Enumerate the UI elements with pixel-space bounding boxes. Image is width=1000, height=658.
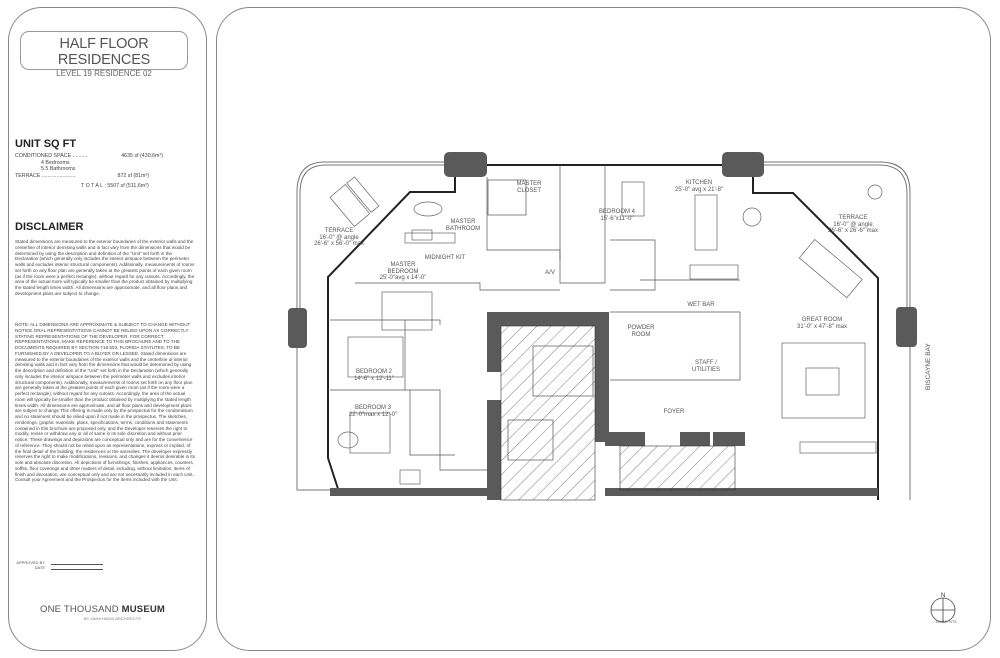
north-label: N xyxy=(941,593,946,599)
room-name: TERRACE xyxy=(324,228,354,234)
page-subtitle: LEVEL 19 RESIDENCE 02 xyxy=(56,69,152,78)
room-name: BEDROOM 4 xyxy=(598,209,636,215)
total-sqft: T O T A L : 5507 sf (511,6m²) xyxy=(81,183,149,189)
room-dim: 26'-6" x 56'-0" max xyxy=(314,241,364,247)
room-name: BEDROOM xyxy=(387,268,419,275)
brand-logo: ONE THOUSAND MUSEUM xyxy=(40,604,165,615)
disclaimer-heading: DISCLAIMER xyxy=(15,221,84,233)
north-arrow-icon xyxy=(930,597,956,623)
room-name: POWDER xyxy=(627,325,655,331)
approved-by-label: APPROVED BY xyxy=(16,560,45,565)
room-name: KITCHEN xyxy=(685,180,713,186)
core-hatch xyxy=(500,325,596,501)
room-name: TERRACE xyxy=(838,215,868,221)
room-name: MASTER xyxy=(450,219,476,225)
room-dim: 22'-0"max x 12'-0" xyxy=(348,411,398,418)
unit-sqft-heading: UNIT SQ FT xyxy=(15,138,77,150)
room-name: UTILITIES xyxy=(691,366,721,373)
furniture xyxy=(329,176,883,485)
approved-by-line xyxy=(51,564,103,565)
room-label-midnight-kit: MIDNIGHT KIT xyxy=(424,255,466,261)
terrace-railings xyxy=(296,161,911,500)
room-name: BEDROOM 2 xyxy=(355,369,393,375)
room-dim: 14'-6" x 12'-11" xyxy=(354,375,394,382)
room-label-staff-utilities: STAFF /UTILITIES xyxy=(692,360,720,373)
brand-subtitle: BY ZAHA HADID ARCHITECTS xyxy=(84,616,141,621)
room-name: ROOM xyxy=(631,331,651,338)
disclaimer-paragraph-2: NOTE: ALL DIMENSIONS ARE APPROXIMATE & S… xyxy=(15,322,196,483)
interior-partitions xyxy=(330,165,741,471)
room-name: MASTER xyxy=(516,181,542,187)
room-dim: 26'-6" x 26'-6" max xyxy=(828,228,878,234)
room-dim: 31'-0" x 47'-8" max xyxy=(797,323,847,330)
page-title: HALF FLOOR RESIDENCES xyxy=(57,36,151,68)
room-dim: 15'-6"x11'-0" xyxy=(600,215,634,222)
elevator-hatch xyxy=(619,445,736,491)
room-dim: 25'-0" avg x 21'-8" xyxy=(674,186,724,193)
exterior-walls xyxy=(327,164,879,500)
bathrooms-count: 5.5 Bathrooms xyxy=(41,166,76,172)
bedrooms-count: 4 Bedrooms xyxy=(41,159,70,166)
room-label-av: A/V xyxy=(545,270,555,276)
brand-name-light: ONE THOUSAND xyxy=(40,604,122,615)
info-panel xyxy=(8,7,207,651)
room-dim: 16'-0" @ angle xyxy=(319,234,359,241)
date-label: DATE xyxy=(34,565,45,570)
room-name: BEDROOM 3 xyxy=(354,405,391,411)
structural-columns xyxy=(288,152,917,348)
conditioned-label: CONDITIONED SPACE .......... xyxy=(15,153,88,159)
room-name: CLOSET xyxy=(516,187,542,194)
room-label-wet-bar: WET BAR xyxy=(687,302,715,308)
disclaimer-paragraph-1: Stated dimensions are measured to the ex… xyxy=(15,239,195,296)
room-name: MASTER xyxy=(390,262,416,268)
room-name: BATHROOM xyxy=(445,225,481,232)
room-name: GREAT ROOM xyxy=(801,317,843,323)
view-label-biscayne-bay: BISCAYNE BAY xyxy=(925,343,932,390)
room-dim: 25'-0"avg x 14'-0" xyxy=(379,275,427,281)
room-name: STAFF / xyxy=(695,360,717,366)
scale-label: SCALE: NTS xyxy=(936,620,957,624)
unit-sqft-table: CONDITIONED SPACE .......... 4635 sf (430… xyxy=(15,153,195,190)
title-box: HALF FLOOR RESIDENCES LEVEL 19 RESIDENCE… xyxy=(20,31,188,78)
date-line xyxy=(51,569,103,570)
room-label-foyer: FOYER xyxy=(663,409,685,415)
terrace-value: 872 sf (81m²) xyxy=(117,172,150,179)
conditioned-value: 4635 sf (430,6m²) xyxy=(121,153,163,159)
terrace-label: TERRACE ....................... xyxy=(15,172,76,179)
core-walls xyxy=(330,312,878,500)
brand-name-bold: MUSEUM xyxy=(121,604,166,615)
room-dim: 16'-0" @ angle xyxy=(833,221,873,228)
